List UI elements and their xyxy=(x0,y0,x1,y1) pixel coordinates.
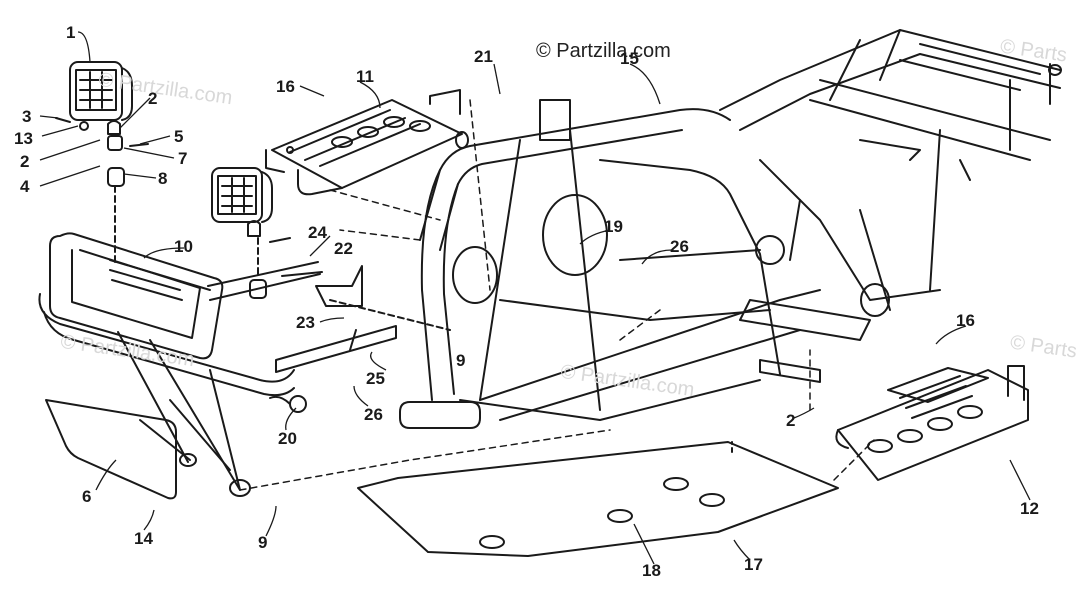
callout-label: 19 xyxy=(604,217,623,236)
callout-leader-lines xyxy=(39,31,1031,565)
callout-label: 2 xyxy=(148,89,158,108)
front-bumper xyxy=(38,232,321,497)
callout-label: 1 xyxy=(66,23,76,42)
callout-label: 23 xyxy=(296,313,315,332)
callout-label: 13 xyxy=(14,129,33,148)
callout-label: 12 xyxy=(1020,499,1039,518)
front-skid-plate xyxy=(45,399,177,500)
callout-label: 16 xyxy=(276,77,295,96)
callout-label: 7 xyxy=(178,149,188,168)
assembly-lines xyxy=(239,99,875,491)
callout-label: 20 xyxy=(278,429,297,448)
callout-label: 9 xyxy=(258,533,268,552)
footrest-left xyxy=(265,89,469,196)
callout-label: 2 xyxy=(20,152,30,171)
callout-label: 26 xyxy=(670,237,689,256)
bottom-skid-plate xyxy=(357,441,839,557)
callout-label: 22 xyxy=(334,239,353,258)
bracket-and-bar xyxy=(275,265,451,373)
rear-frame xyxy=(719,29,1062,311)
callout-label: 10 xyxy=(174,237,193,256)
callout-label: 6 xyxy=(82,487,92,506)
callout-label: 14 xyxy=(134,529,153,548)
main-frame xyxy=(399,99,890,429)
callout-label: 24 xyxy=(308,223,327,242)
headlight-upper xyxy=(69,61,133,121)
callout-label: 5 xyxy=(174,127,184,146)
callout-label: 3 xyxy=(22,107,32,126)
callout-label: 17 xyxy=(744,555,763,574)
callout-label: 21 xyxy=(474,47,493,66)
headlight-lower xyxy=(211,167,323,299)
callout-label: 8 xyxy=(158,169,168,188)
callout-label: 2 xyxy=(786,411,796,430)
callout-label: 16 xyxy=(956,311,975,330)
callout-label: 4 xyxy=(20,177,30,196)
callout-label: 18 xyxy=(642,561,661,580)
footrest-right xyxy=(835,365,1029,481)
callout-label: 25 xyxy=(366,369,385,388)
copyright-text: © Partzilla.com xyxy=(536,40,671,62)
callout-label: 26 xyxy=(364,405,383,424)
callout-label: 15 xyxy=(620,49,639,68)
headlight-mount-parts xyxy=(55,117,149,267)
callout-label: 11 xyxy=(356,67,374,86)
callout-label: 9 xyxy=(456,351,466,370)
